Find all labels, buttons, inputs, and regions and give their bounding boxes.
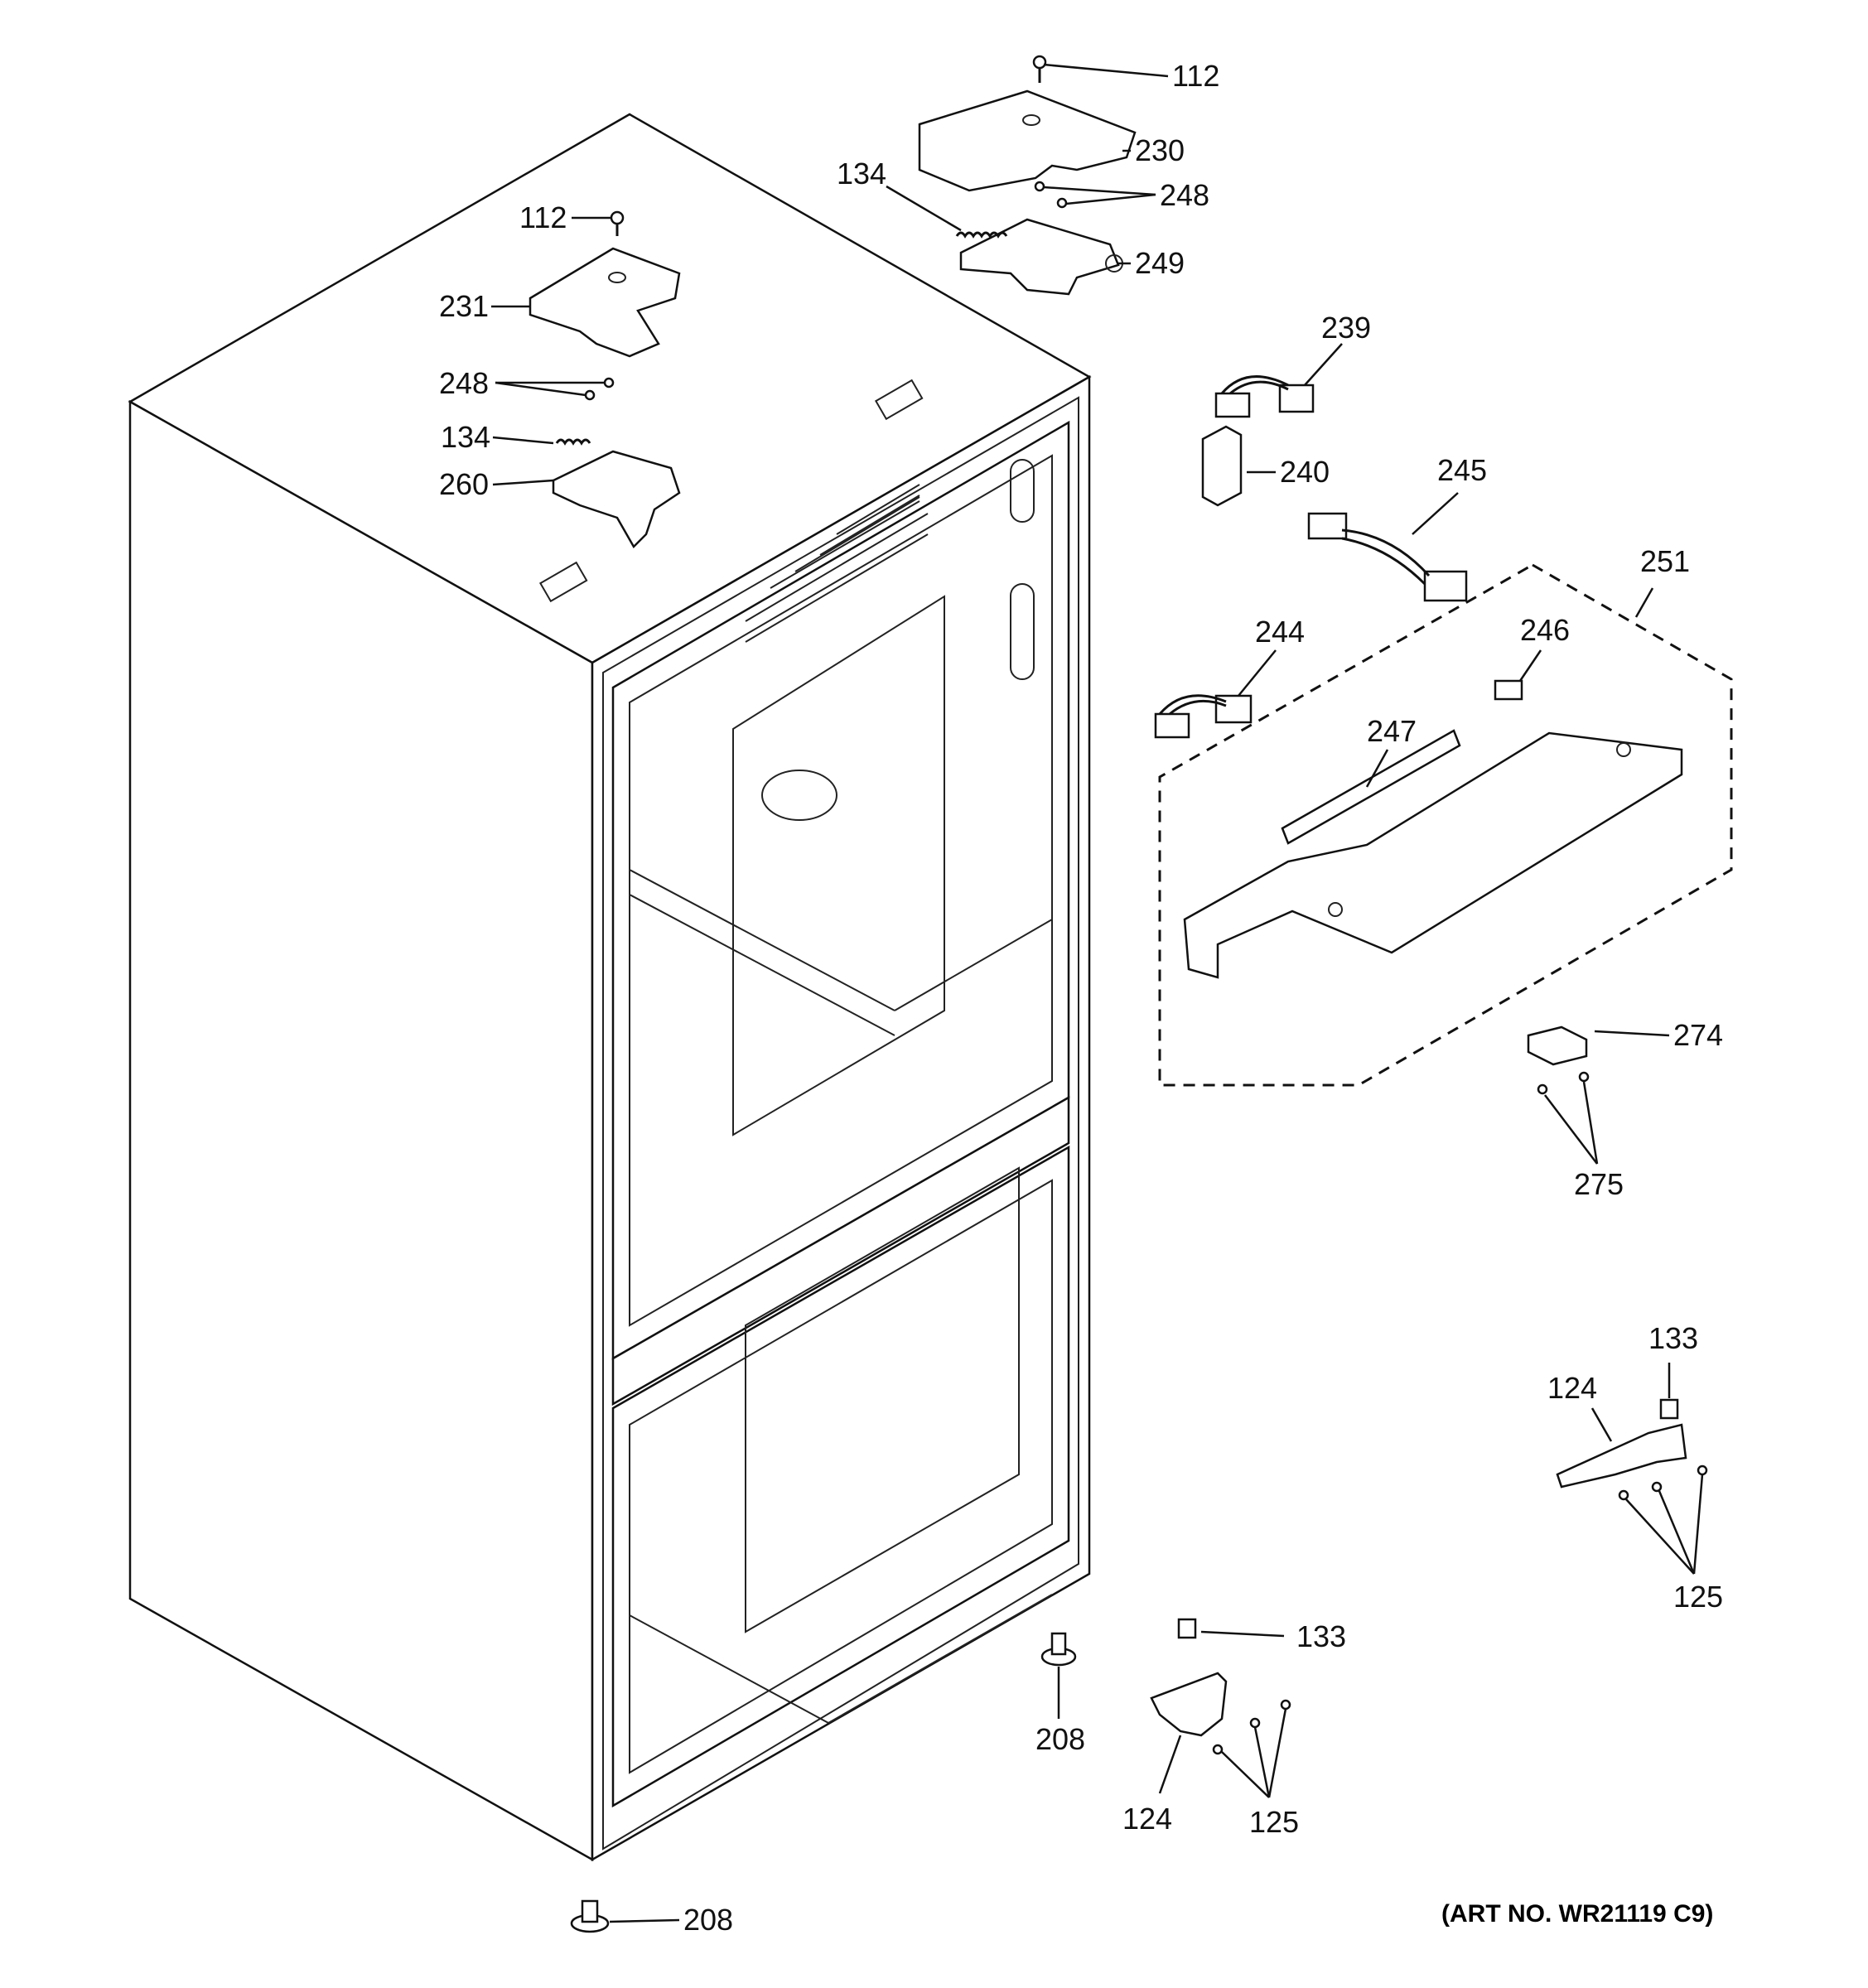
shelf-rails xyxy=(745,484,929,643)
callout-240: 240 xyxy=(1280,455,1330,489)
callout-245: 245 xyxy=(1437,453,1487,487)
screws-125-right xyxy=(1618,1464,1708,1501)
callout-248-top: 248 xyxy=(1160,178,1209,212)
left-hinge-cover-231 xyxy=(529,247,681,358)
spring-134-left xyxy=(555,438,591,446)
callout-134-left: 134 xyxy=(441,420,490,454)
bushing-133-right xyxy=(1659,1398,1679,1420)
leader-lines xyxy=(491,63,1704,1923)
control-housing xyxy=(1183,731,1683,979)
callout-249: 249 xyxy=(1135,246,1185,280)
callout-208-bottom: 208 xyxy=(683,1903,733,1937)
right-hinge-cover-230 xyxy=(918,89,1137,192)
bottom-hinge-124-right xyxy=(1556,1423,1687,1489)
callout-248-left: 248 xyxy=(439,366,489,400)
bracket-274 xyxy=(1527,1025,1588,1066)
callout-112-left: 112 xyxy=(519,200,567,234)
callout-124-mid: 124 xyxy=(1122,1802,1172,1836)
spring-134-top xyxy=(955,231,1008,239)
callout-239: 239 xyxy=(1321,311,1371,345)
art-number: (ART NO. WR21119 C9) xyxy=(1441,1900,1713,1928)
leveling-leg-208-mid xyxy=(1040,1632,1077,1667)
callout-125-mid: 125 xyxy=(1249,1805,1299,1839)
callout-labels: 112 230 134 248 249 112 231 248 134 260 … xyxy=(439,59,1723,1937)
callout-247: 247 xyxy=(1367,714,1417,748)
callout-274: 274 xyxy=(1673,1018,1723,1052)
harness-244 xyxy=(1154,694,1253,739)
control-board-247 xyxy=(1281,729,1461,845)
callout-133-right: 133 xyxy=(1648,1321,1698,1355)
callout-112-top: 112 xyxy=(1172,59,1219,93)
right-hinge-249 xyxy=(959,218,1123,296)
callout-251: 251 xyxy=(1640,544,1690,578)
control-assembly-251-boundary xyxy=(1158,563,1733,1087)
switch-246 xyxy=(1494,679,1523,701)
screw-112-top xyxy=(1032,55,1047,83)
left-hinge-260 xyxy=(552,450,681,549)
callout-133-mid: 133 xyxy=(1296,1619,1346,1653)
callout-125-right: 125 xyxy=(1673,1580,1723,1614)
bottom-hinge-124-mid xyxy=(1150,1672,1228,1737)
callout-244: 244 xyxy=(1255,615,1305,649)
callout-230: 230 xyxy=(1135,133,1185,167)
callout-260: 260 xyxy=(439,467,489,501)
callout-124-right: 124 xyxy=(1547,1371,1597,1405)
screws-248-top xyxy=(1034,181,1068,209)
harness-245 xyxy=(1307,512,1468,602)
callout-246: 246 xyxy=(1520,613,1570,647)
bushing-133-mid xyxy=(1177,1618,1197,1639)
screws-275 xyxy=(1537,1071,1590,1095)
refrigerator-cabinet xyxy=(128,113,1092,1862)
leveling-leg-208-bottom xyxy=(570,1899,610,1933)
callout-275: 275 xyxy=(1574,1167,1624,1201)
callout-208-mid: 208 xyxy=(1035,1722,1085,1756)
callout-134-top: 134 xyxy=(837,157,886,191)
callout-231: 231 xyxy=(439,289,489,323)
relay-240 xyxy=(1201,425,1243,507)
harness-239 xyxy=(1214,375,1315,418)
